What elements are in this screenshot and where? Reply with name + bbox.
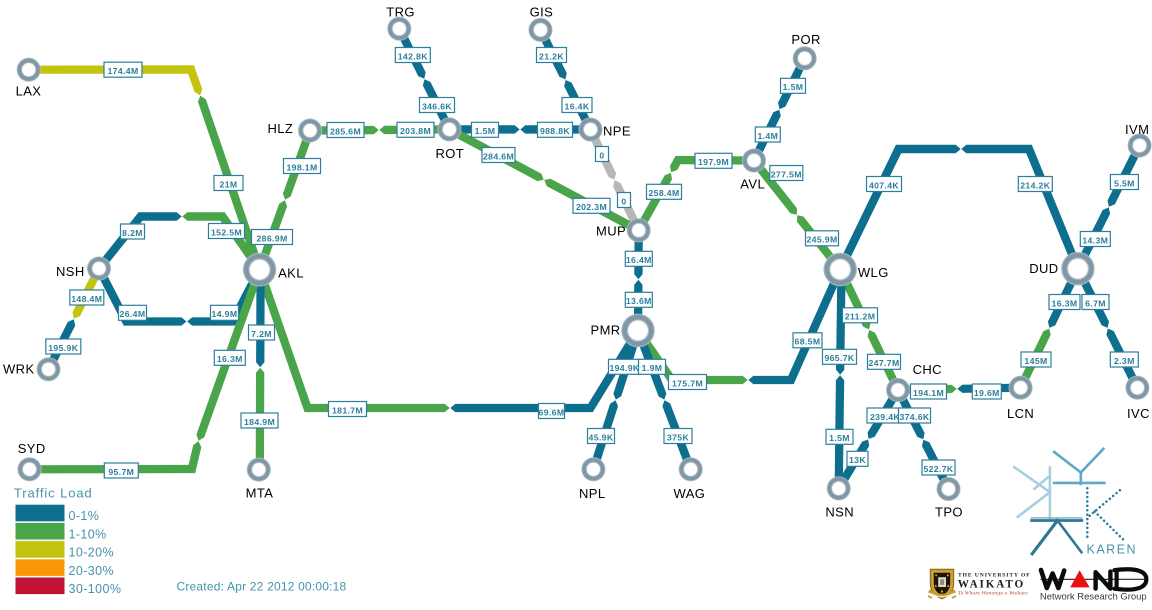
- svg-text:181.7M: 181.7M: [332, 405, 363, 415]
- svg-text:142.8K: 142.8K: [398, 51, 428, 61]
- svg-text:1.5M: 1.5M: [475, 126, 496, 136]
- svg-text:20-30%: 20-30%: [69, 564, 115, 578]
- svg-text:522.7K: 522.7K: [923, 464, 953, 474]
- svg-text:16.4M: 16.4M: [626, 255, 652, 265]
- svg-text:13K: 13K: [849, 455, 866, 465]
- svg-text:194.9K: 194.9K: [609, 363, 639, 373]
- svg-text:WAG: WAG: [674, 486, 706, 501]
- svg-text:184.9M: 184.9M: [244, 417, 275, 427]
- svg-text:Network Research Group: Network Research Group: [1040, 591, 1147, 601]
- svg-text:211.2M: 211.2M: [845, 312, 876, 322]
- svg-text:DUD: DUD: [1029, 261, 1058, 276]
- svg-text:THE UNIVERSITY OF: THE UNIVERSITY OF: [958, 573, 1031, 579]
- svg-text:245.9M: 245.9M: [806, 235, 837, 245]
- svg-text:194.1M: 194.1M: [913, 388, 944, 398]
- svg-text:AKL: AKL: [278, 265, 304, 280]
- svg-text:PMR: PMR: [591, 322, 621, 337]
- svg-text:145M: 145M: [1024, 356, 1047, 366]
- svg-text:374.6K: 374.6K: [899, 412, 929, 422]
- svg-text:1.5M: 1.5M: [829, 433, 850, 443]
- svg-text:198.1M: 198.1M: [286, 162, 317, 172]
- svg-text:NSN: NSN: [825, 505, 854, 520]
- svg-text:Te Whare Wananga o Waikato: Te Whare Wananga o Waikato: [958, 591, 1028, 597]
- svg-text:IVM: IVM: [1125, 122, 1149, 137]
- svg-text:202.3M: 202.3M: [576, 202, 607, 212]
- svg-text:214.2K: 214.2K: [1020, 180, 1050, 190]
- svg-text:407.4K: 407.4K: [869, 180, 899, 190]
- svg-text:965.7K: 965.7K: [824, 353, 854, 363]
- svg-text:LAX: LAX: [16, 84, 42, 99]
- svg-text:95.7M: 95.7M: [108, 467, 134, 477]
- svg-text:POR: POR: [791, 32, 820, 47]
- svg-text:152.5M: 152.5M: [211, 227, 242, 237]
- svg-text:1.4M: 1.4M: [757, 131, 778, 141]
- svg-text:13.6M: 13.6M: [626, 296, 652, 306]
- svg-text:197.9M: 197.9M: [698, 157, 729, 167]
- svg-text:6.7M: 6.7M: [1085, 298, 1106, 308]
- svg-text:GIS: GIS: [530, 5, 554, 20]
- svg-text:68.5M: 68.5M: [795, 337, 821, 347]
- svg-text:10-20%: 10-20%: [69, 546, 115, 560]
- svg-text:0-1%: 0-1%: [69, 509, 100, 523]
- svg-text:69.6M: 69.6M: [539, 407, 565, 417]
- svg-text:247.7M: 247.7M: [868, 358, 899, 368]
- svg-text:WLG: WLG: [858, 265, 889, 280]
- svg-text:45.9K: 45.9K: [589, 432, 614, 442]
- svg-text:NPE: NPE: [603, 123, 631, 138]
- svg-text:16.4K: 16.4K: [565, 101, 590, 111]
- svg-text:26.4M: 26.4M: [120, 309, 146, 319]
- svg-text:NPL: NPL: [579, 486, 606, 501]
- svg-text:14.9M: 14.9M: [212, 309, 238, 319]
- svg-text:21M: 21M: [220, 179, 238, 189]
- svg-text:NSH: NSH: [56, 264, 85, 279]
- svg-text:16.3M: 16.3M: [1052, 298, 1078, 308]
- svg-text:TPO: TPO: [935, 505, 963, 520]
- svg-text:2.3M: 2.3M: [1114, 356, 1135, 366]
- svg-text:1-10%: 1-10%: [69, 527, 107, 541]
- svg-text:19.6M: 19.6M: [974, 388, 1000, 398]
- svg-text:7.2M: 7.2M: [251, 329, 272, 339]
- svg-text:Created: Apr 22 2012 00:00:18: Created: Apr 22 2012 00:00:18: [177, 579, 347, 593]
- svg-text:SYD: SYD: [18, 441, 46, 456]
- svg-text:MTA: MTA: [246, 485, 274, 500]
- svg-text:30-100%: 30-100%: [69, 582, 122, 596]
- svg-text:0: 0: [599, 150, 604, 160]
- svg-text:5.5M: 5.5M: [1114, 178, 1135, 188]
- svg-text:WRK: WRK: [3, 362, 35, 377]
- svg-text:MUP: MUP: [596, 224, 626, 239]
- svg-text:21.2K: 21.2K: [539, 51, 564, 61]
- svg-text:0: 0: [621, 196, 626, 206]
- svg-text:258.4M: 258.4M: [648, 188, 679, 198]
- svg-text:195.9K: 195.9K: [48, 343, 78, 353]
- svg-text:239.4K: 239.4K: [870, 412, 900, 422]
- svg-text:286.9M: 286.9M: [256, 233, 287, 243]
- svg-text:HLZ: HLZ: [268, 121, 294, 136]
- svg-text:8.2M: 8.2M: [122, 228, 143, 238]
- svg-text:203.8M: 203.8M: [400, 126, 431, 136]
- svg-text:LCN: LCN: [1007, 406, 1034, 421]
- svg-text:375K: 375K: [667, 432, 690, 442]
- svg-text:14.3M: 14.3M: [1082, 235, 1108, 245]
- svg-text:988.8K: 988.8K: [540, 126, 570, 136]
- svg-text:1.5M: 1.5M: [783, 82, 804, 92]
- svg-text:277.5M: 277.5M: [771, 169, 802, 179]
- svg-text:AVL: AVL: [740, 177, 765, 192]
- svg-text:KAREN: KAREN: [1087, 543, 1138, 557]
- svg-text:ROT: ROT: [436, 146, 465, 161]
- svg-text:CHC: CHC: [913, 362, 942, 377]
- svg-text:285.6M: 285.6M: [330, 126, 361, 136]
- svg-text:175.7M: 175.7M: [672, 378, 703, 388]
- svg-text:IVC: IVC: [1127, 406, 1150, 421]
- svg-text:16.3M: 16.3M: [217, 354, 243, 364]
- svg-text:Traffic Load: Traffic Load: [14, 486, 93, 501]
- svg-text:WAIKATO: WAIKATO: [958, 579, 1025, 591]
- svg-text:1.9M: 1.9M: [642, 363, 663, 373]
- svg-text:148.4M: 148.4M: [71, 294, 102, 304]
- svg-text:174.4M: 174.4M: [107, 66, 138, 76]
- svg-text:TRG: TRG: [386, 5, 415, 20]
- svg-text:346.6K: 346.6K: [422, 101, 452, 111]
- svg-text:284.6M: 284.6M: [483, 151, 514, 161]
